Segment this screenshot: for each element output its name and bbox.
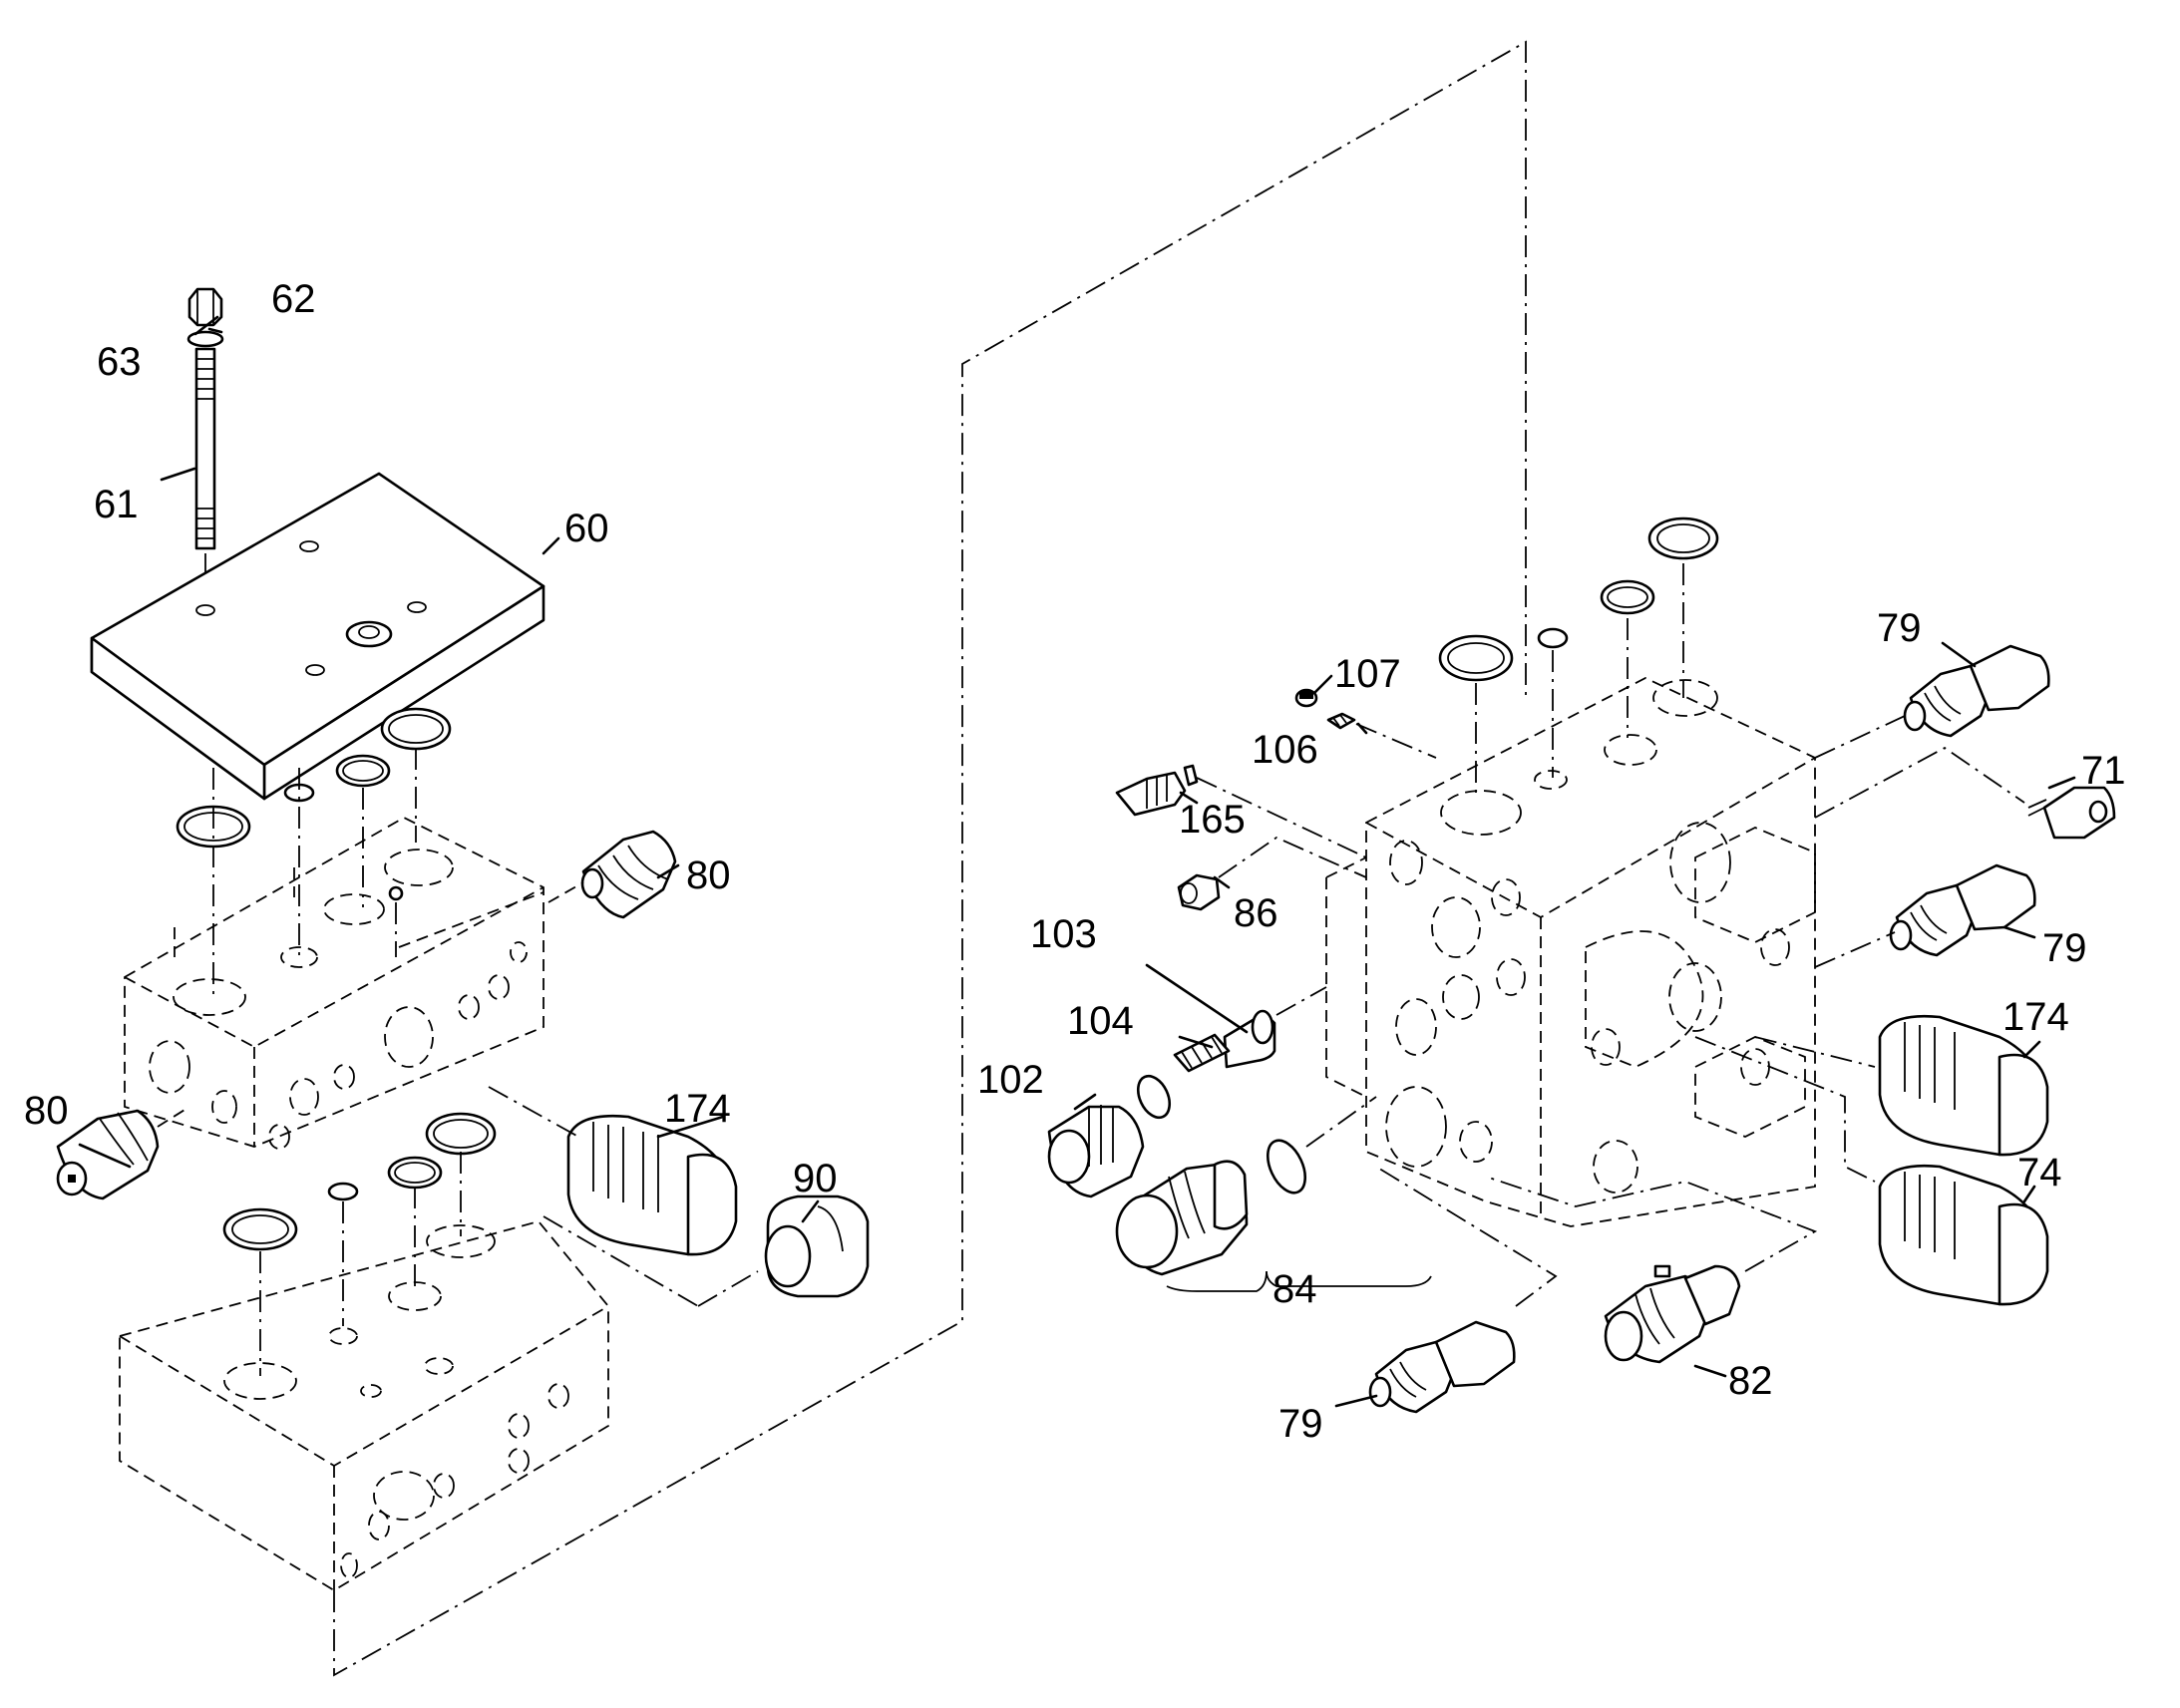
check-valve-174-left [488,1086,738,1256]
washer-62 [186,330,224,348]
callout-79-middle: 79 [2042,926,2087,970]
check-valve-174-right [1754,1014,2049,1157]
plug-71 [1814,746,2116,840]
poppet-103 [1223,986,1327,1069]
callout-86: 86 [1234,891,1278,935]
callout-82: 82 [1728,1359,1773,1403]
callout-74: 74 [2017,1151,2062,1195]
relief-valve-79-lower [1368,1166,1558,1414]
callout-labels: 61 62 63 60 80 80 174 90 107 106 165 86 … [24,277,2126,1446]
callout-80-left: 80 [24,1089,69,1133]
cover-plate-60 [90,472,545,801]
callout-174-left: 174 [664,1087,731,1131]
upper-valve-section [124,816,545,1150]
bolt-61 [194,347,216,550]
callout-174-right: 174 [2002,995,2069,1039]
nut-63 [187,287,223,327]
callout-61: 61 [94,483,139,526]
plug-107 [1294,688,1318,708]
relief-valve-79-upper [1814,644,2050,759]
callout-165: 165 [1179,798,1246,842]
plug-102 [1047,1105,1145,1198]
plug-80-upper [547,830,677,919]
leader-lines [78,315,2076,1408]
screw-106 [1326,712,1356,730]
callout-106: 106 [1252,728,1318,772]
plug-80-left [56,1106,190,1200]
callout-60: 60 [564,507,609,550]
callout-62: 62 [271,277,316,321]
callout-63: 63 [97,340,142,384]
callout-80-upper: 80 [686,854,731,897]
callout-79-lower: 79 [1278,1402,1323,1446]
o-rings-lower-left [222,1112,497,1251]
callout-104: 104 [1067,999,1134,1043]
fitting-165 [1115,764,1367,858]
solenoid-82 [1485,1176,1818,1364]
right-assembly [1047,516,2116,1414]
callout-102: 102 [977,1058,1044,1102]
callout-103: 103 [1030,912,1097,956]
connector-line-main [333,40,1527,1677]
plug-86 [1177,836,1367,911]
callout-84: 84 [1272,1267,1317,1311]
o-rings-top-right [1438,516,1719,682]
callout-71: 71 [2081,749,2126,793]
check-valve-74 [1694,1036,2049,1306]
main-valve-body [1325,676,1816,1227]
o-ring-102 [1136,1074,1172,1120]
lower-valve-block [119,1219,609,1592]
callout-90: 90 [793,1157,838,1200]
left-assembly [56,40,1527,1677]
valve-84 [1115,1096,1432,1292]
callout-79-upper: 79 [1877,606,1922,650]
spring-104 [1173,1033,1231,1073]
plug-90 [543,1195,870,1307]
relief-valve-79-middle [1814,863,2036,968]
callout-107: 107 [1334,652,1401,696]
